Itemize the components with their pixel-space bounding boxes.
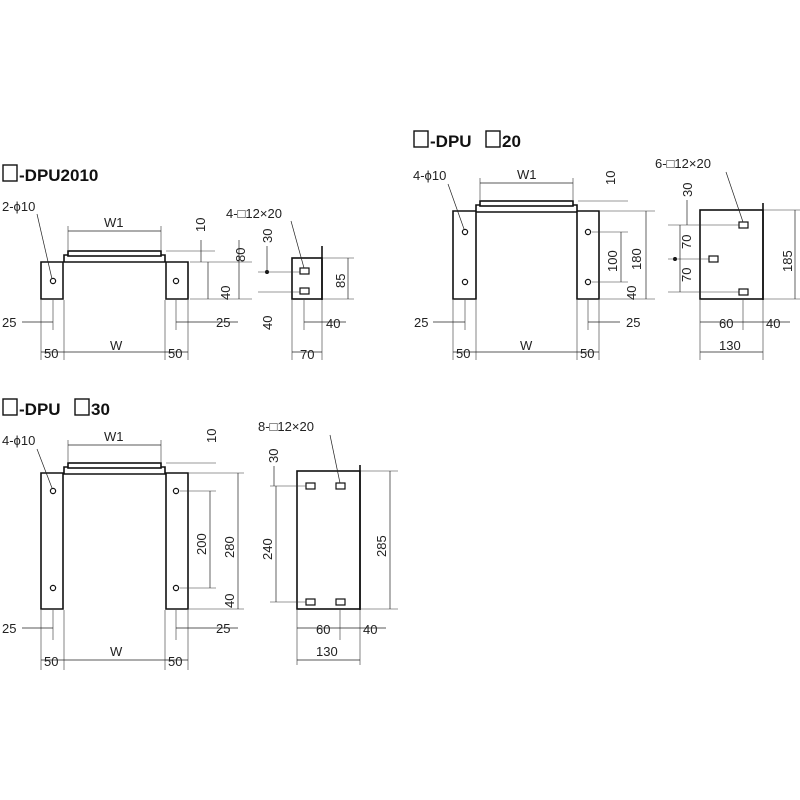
dim-280: 280 [222,536,237,558]
dpu20-section: -DPU 20 4-ϕ10 W1 10 100 180 40 [413,130,800,361]
dim-30: 30 [680,183,695,197]
leader-line [290,220,305,269]
dpu20-bracket-front [452,204,600,300]
dpu2010-slot-bottom [299,287,310,295]
dim-60: 60 [719,316,733,331]
dim-w1: W1 [104,429,124,444]
model-code-box-inline [485,130,501,148]
dim-40-right: 40 [363,622,377,637]
dim-40: 40 [218,286,233,300]
dpu2010-slot-top [299,267,310,275]
dim-10: 10 [204,429,219,443]
leader-line [329,434,341,484]
dim-w: W [110,644,123,659]
dpu30-slot-1 [305,482,316,490]
dpu2010-mount-hole-left [49,277,57,285]
model-code-box [2,164,18,182]
dim-60: 60 [316,622,330,637]
dpu30-hole-label: 4-ϕ10 [2,433,35,448]
dpu20-hole-2 [461,278,469,286]
model-code-box [413,130,429,148]
dpu30-hole-3 [172,487,180,495]
dim-10: 10 [193,218,208,232]
dim-100: 100 [605,250,620,272]
dim-25-left: 25 [2,621,16,636]
dim-25-right: 25 [626,315,640,330]
dim-70-a: 70 [679,235,694,249]
dim-40: 40 [624,286,639,300]
model-code-box [2,398,18,416]
dim-180: 180 [629,248,644,270]
dim-10: 10 [603,171,618,185]
dpu30-title-suffix: 30 [91,400,110,419]
dpu30-slot-3 [305,598,316,606]
leader-line [447,183,465,230]
dim-40: 40 [222,594,237,608]
dpu20-slot-2 [708,255,719,263]
dim-25-right: 25 [216,621,230,636]
dim-85: 85 [333,274,348,288]
dim-285: 285 [374,535,389,557]
dpu20-slot-3 [738,288,749,296]
dim-w: W [520,338,533,353]
dpu20-slot-1 [738,221,749,229]
dim-130: 130 [719,338,741,353]
dpu2010-hole-label: 2-ϕ10 [2,199,35,214]
dpu2010-top-plate [67,250,162,257]
dim-185: 185 [780,250,795,272]
dpu20-hole-4 [584,278,592,286]
dim-w1: W1 [517,167,537,182]
dim-70-b: 70 [679,268,694,282]
dpu20-title: -DPU [430,132,472,151]
dim-70: 70 [300,347,314,362]
dpu30-title: -DPU [19,400,61,419]
dpu2010-mount-hole-right [172,277,180,285]
dpu20-side-plate [699,209,764,300]
dpu20-hole-3 [584,228,592,236]
dpu30-hole-1 [49,487,57,495]
dim-130: 130 [316,644,338,659]
dim-50-left: 50 [456,346,470,361]
dim-200: 200 [194,533,209,555]
dpu30-top-plate [67,462,162,469]
dim-30: 30 [266,449,281,463]
dim-50-right: 50 [168,346,182,361]
dpu30-section: -DPU 30 4-ϕ10 W1 10 200 280 40 [2,398,398,670]
dim-25-left: 25 [2,315,16,330]
dim-240: 240 [260,538,275,560]
dpu2010-title: -DPU2010 [19,166,98,185]
dim-40-right: 40 [766,316,780,331]
dim-50-right: 50 [580,346,594,361]
dim-50-right: 50 [168,654,182,669]
dpu30-slot-4 [335,598,346,606]
dim-30-side: 30 [260,229,275,243]
dpu20-hole-label: 4-ϕ10 [413,168,446,183]
dim-80: 80 [233,248,248,262]
dim-w1: W1 [104,215,124,230]
dpu30-hole-4 [172,584,180,592]
leader-line [725,171,744,223]
dim-w: W [110,338,123,353]
dpu20-slot-label: 6-□12×20 [655,156,711,171]
dpu20-title-suffix: 20 [502,132,521,151]
dpu20-hole-1 [461,228,469,236]
dim-25-left: 25 [414,315,428,330]
dpu30-slot-label: 8-□12×20 [258,419,314,434]
dim-50-left: 50 [44,654,58,669]
dim-40-side: 40 [260,316,275,330]
leader-line [36,213,53,280]
dpu30-bracket-front [40,466,189,610]
model-code-box-inline [74,398,90,416]
dpu30-side-plate [296,470,361,610]
dpu30-slot-2 [335,482,346,490]
dpu30-hole-2 [49,584,57,592]
leader-line [36,448,53,489]
dim-50-left: 50 [44,346,58,361]
dpu2010-slot-label: 4-□12×20 [226,206,282,221]
dpu20-top-plate [479,200,574,207]
dpu2010-section: -DPU2010 2-ϕ10 W1 10 80 40 25 25 [2,164,354,362]
dim-40-side-bottom: 40 [326,316,340,331]
dim-25-right: 25 [216,315,230,330]
